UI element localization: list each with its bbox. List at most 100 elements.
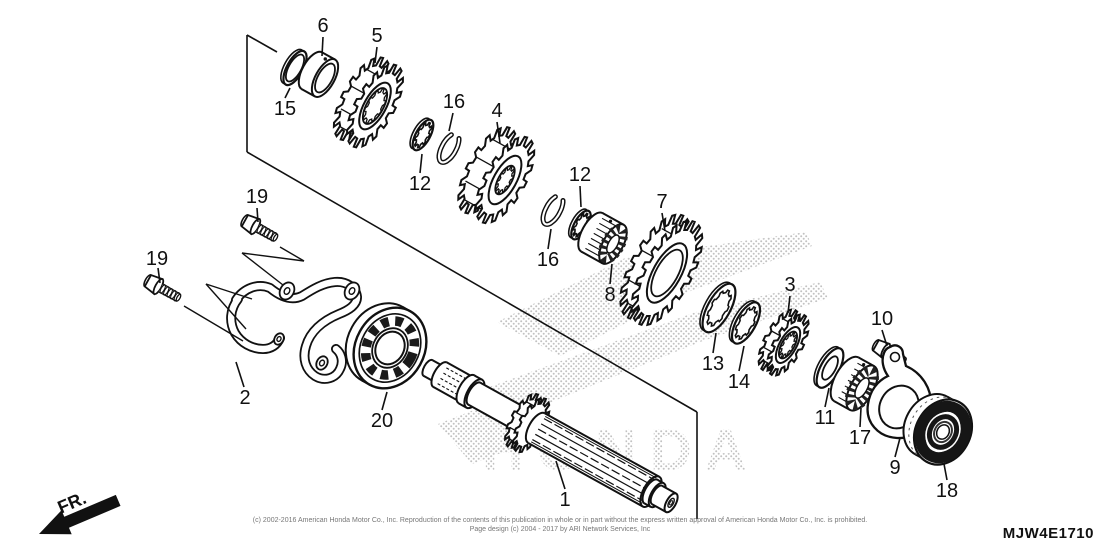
ellipse-shape bbox=[933, 420, 953, 444]
path-shape bbox=[228, 295, 284, 353]
part-art-snap-ring bbox=[436, 132, 462, 165]
part-art-snap-ring bbox=[540, 194, 566, 227]
polygon-shape bbox=[652, 485, 677, 512]
line-shape bbox=[580, 250, 603, 265]
front-direction-marker: FR. bbox=[39, 488, 121, 535]
circle-shape bbox=[862, 363, 866, 367]
leader-line-bolt bbox=[205, 283, 253, 300]
leader-line-bolt bbox=[205, 283, 247, 330]
callout-13-spline-washer[interactable]: 13 bbox=[702, 353, 724, 375]
callout-6-bushing[interactable]: 6 bbox=[317, 15, 328, 37]
line-shape bbox=[641, 249, 654, 258]
ellipse-shape bbox=[360, 316, 420, 380]
callout-11-washer[interactable]: 11 bbox=[815, 407, 836, 429]
diagram-code: MJW4E1710 bbox=[1002, 525, 1094, 542]
callout-17-needle-bearing[interactable]: 17 bbox=[849, 427, 871, 449]
leader-line-bolt bbox=[241, 252, 284, 286]
leader-line-8 bbox=[609, 263, 613, 285]
leader-line-14 bbox=[738, 345, 745, 372]
callout-19-bolt[interactable]: 19 bbox=[146, 248, 168, 270]
path-shape bbox=[541, 195, 565, 226]
ellipse-shape bbox=[669, 500, 674, 506]
line-shape bbox=[540, 423, 653, 486]
line-shape bbox=[464, 199, 483, 211]
line-shape bbox=[661, 484, 677, 495]
ellipse-shape bbox=[348, 286, 356, 296]
callout-16-snap-ring[interactable]: 16 bbox=[443, 91, 465, 113]
callout-16-snap-ring[interactable]: 16 bbox=[537, 249, 559, 271]
line-shape bbox=[162, 283, 181, 295]
callout-18-ball-bearing[interactable]: 18 bbox=[936, 480, 958, 502]
line-shape bbox=[651, 503, 667, 513]
leader-line-12 bbox=[419, 153, 423, 174]
leader-line-16 bbox=[448, 112, 454, 132]
part-art-bolt bbox=[143, 273, 182, 302]
callout-9-set-plate[interactable]: 9 bbox=[889, 457, 900, 479]
part-art-spline-washer bbox=[728, 300, 762, 345]
callout-5-gear[interactable]: 5 bbox=[371, 25, 382, 47]
part-art-gear bbox=[332, 56, 404, 149]
line-shape bbox=[432, 386, 461, 403]
leader-line-17 bbox=[859, 407, 862, 428]
callout-2-bearing-set-plate[interactable]: 2 bbox=[239, 387, 250, 409]
leader-line-20 bbox=[381, 391, 388, 411]
callout-8-needle-bearing[interactable]: 8 bbox=[604, 284, 615, 306]
part-art-spline-washer bbox=[699, 281, 737, 334]
leader-line-9 bbox=[894, 437, 901, 458]
ellipse-shape bbox=[598, 224, 628, 264]
assembly-frame-lines bbox=[246, 34, 698, 519]
ellipse-shape bbox=[821, 355, 839, 381]
callout-12-spline-washer[interactable]: 12 bbox=[569, 164, 591, 186]
callout-19-bolt[interactable]: 19 bbox=[246, 186, 268, 208]
ellipse-shape bbox=[314, 62, 336, 94]
leader-line-bolt bbox=[241, 252, 305, 262]
callout-15-ring[interactable]: 15 bbox=[274, 98, 296, 120]
callout-20-ball-bearing[interactable]: 20 bbox=[371, 410, 393, 432]
ellipse-shape bbox=[175, 293, 182, 302]
ellipse-shape bbox=[374, 330, 406, 366]
leader-line-12 bbox=[579, 185, 582, 208]
ellipse-shape bbox=[935, 424, 951, 440]
leader-line-bolt bbox=[279, 246, 305, 262]
callout-3-gear[interactable]: 3 bbox=[784, 274, 795, 296]
part-artwork-layer bbox=[143, 48, 974, 514]
part-art-gear bbox=[619, 213, 704, 327]
line-shape bbox=[527, 442, 644, 508]
leader-line-1 bbox=[555, 460, 566, 490]
part-art-gear bbox=[757, 308, 810, 377]
leader-line-2 bbox=[235, 361, 245, 388]
part-art-bolt bbox=[240, 213, 279, 242]
callout-4-double-gear[interactable]: 4 bbox=[491, 100, 502, 122]
line-shape bbox=[544, 412, 660, 478]
callout-10-bolt[interactable]: 10 bbox=[871, 308, 893, 330]
callout-1-mainshaft[interactable]: 1 bbox=[559, 489, 570, 511]
callout-7-gear[interactable]: 7 bbox=[656, 191, 667, 213]
ellipse-shape bbox=[272, 233, 279, 242]
leader-line-bolt bbox=[183, 305, 244, 342]
part-art-ball-bearing bbox=[344, 302, 428, 390]
callout-14-spline-washer[interactable]: 14 bbox=[728, 371, 750, 393]
ellipse-shape bbox=[925, 412, 961, 452]
part-art-washer bbox=[813, 345, 845, 389]
path-shape bbox=[734, 305, 758, 341]
circle-shape bbox=[608, 219, 613, 223]
leader-line-10 bbox=[881, 329, 888, 347]
ellipse-shape bbox=[854, 377, 870, 399]
copyright-line-1: (c) 2002-2016 American Honda Motor Co., … bbox=[252, 517, 868, 524]
part-art-ball-bearing bbox=[902, 393, 974, 466]
frame-line bbox=[246, 151, 698, 413]
leader-line-16 bbox=[547, 228, 552, 250]
callout-12-spline-washer[interactable]: 12 bbox=[409, 173, 431, 195]
part-art-bearing-set-plate bbox=[226, 276, 362, 384]
line-shape bbox=[537, 428, 650, 492]
line-shape bbox=[476, 156, 495, 168]
frame-line bbox=[246, 34, 278, 53]
path-shape bbox=[362, 88, 388, 124]
ellipse-shape bbox=[650, 248, 684, 298]
leader-line-6 bbox=[321, 36, 324, 57]
ellipse-shape bbox=[606, 234, 620, 254]
fr-arrow-icon bbox=[39, 494, 121, 535]
